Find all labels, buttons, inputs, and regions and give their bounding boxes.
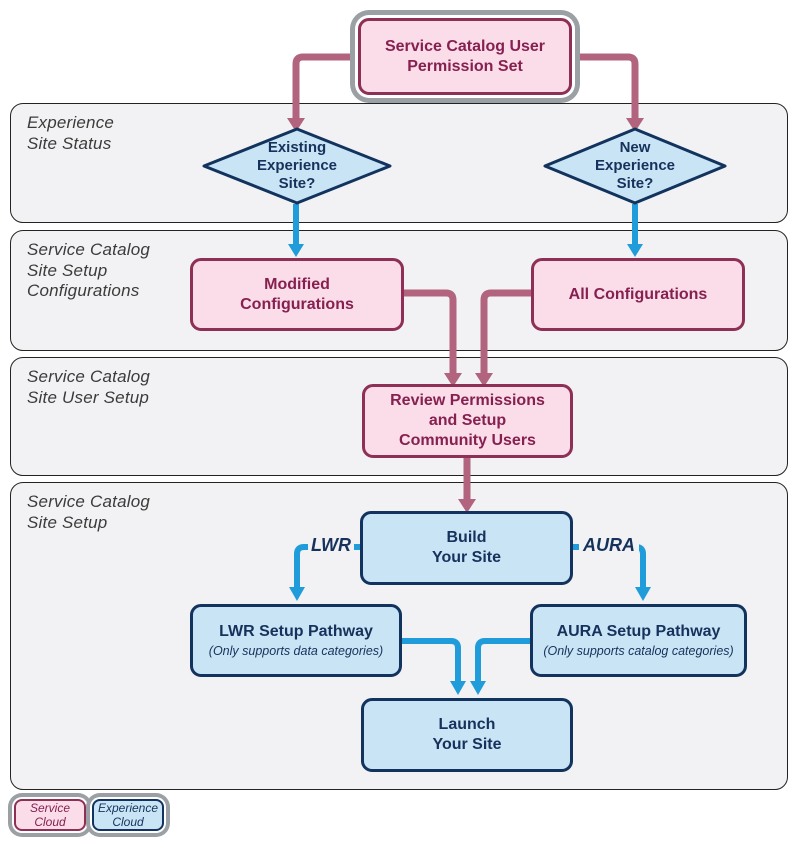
diamond-shape-icon [543, 127, 727, 205]
node-all-configurations-label: All Configurations [568, 285, 708, 303]
arrowhead-to-modified-icon [288, 244, 304, 257]
node-lwr-pathway-title: LWR Setup Pathway [219, 623, 373, 641]
node-permission-set-label: Service Catalog User Permission Set [384, 37, 546, 75]
decision-existing-experience-site: Existing Experience Site? [200, 126, 394, 206]
node-permission-set: Service Catalog User Permission Set [358, 18, 572, 95]
decision-new-experience-site: New Experience Site? [541, 126, 729, 206]
edge-label-lwr: LWR [308, 535, 354, 556]
edge-aura-to-launch [475, 638, 532, 682]
node-review-permissions-label: Review Permissions and Setup Community U… [390, 392, 545, 449]
edge-lwr-to-launch [400, 638, 461, 682]
node-review-permissions: Review Permissions and Setup Community U… [362, 384, 573, 458]
arrowhead-to-all-icon [627, 244, 643, 257]
arrowhead-to-existing-icon [287, 118, 305, 132]
arrowhead-to-lwr-icon [289, 587, 305, 601]
legend-service-cloud: Service Cloud [14, 799, 86, 831]
decision-new-label: New Experience Site? [594, 139, 676, 192]
node-build-your-site-label: Build Your Site [431, 529, 502, 566]
node-all-configurations: All Configurations [531, 258, 745, 331]
node-aura-pathway-subtitle: (Only supports catalog categories) [543, 643, 734, 658]
node-build-your-site: Build Your Site [360, 511, 573, 585]
arrowhead-to-launch-left-icon [450, 681, 466, 695]
arrowhead-to-review-right-icon [475, 373, 493, 387]
arrowhead-to-new-icon [626, 118, 644, 132]
edge-permission-to-new [566, 53, 639, 119]
arrowhead-to-review-left-icon [444, 373, 462, 387]
diamond-shape-icon [202, 127, 392, 205]
node-aura-pathway-title: AURA Setup Pathway [556, 623, 721, 641]
node-launch-your-site-label: Launch Your Site [432, 716, 502, 753]
node-modified-configurations-label: Modified Configurations [240, 275, 354, 313]
node-aura-setup-pathway: AURA Setup Pathway (Only supports catalo… [530, 604, 747, 677]
band-label-site-setup: Service Catalog Site Setup [27, 492, 151, 532]
edge-permission-to-existing [292, 53, 366, 119]
arrowhead-to-aura-icon [635, 587, 651, 601]
band-label-experience-site-status: Experience Site Status [27, 113, 115, 153]
edge-build-to-lwr [294, 544, 362, 588]
edge-all-to-review [480, 289, 533, 374]
arrowhead-to-build-icon [458, 499, 476, 513]
band-label-site-user-setup: Service Catalog Site User Setup [27, 367, 151, 407]
band-label-site-setup-configurations: Service Catalog Site Setup Configuration… [27, 240, 151, 301]
node-lwr-pathway-subtitle: (Only supports data categories) [208, 643, 384, 658]
edge-label-aura: AURA [579, 535, 639, 556]
node-lwr-setup-pathway: LWR Setup Pathway (Only supports data ca… [190, 604, 402, 677]
arrowhead-to-launch-right-icon [470, 681, 486, 695]
edge-modified-to-review [402, 289, 457, 374]
decision-existing-label: Existing Experience Site? [256, 139, 338, 192]
node-launch-your-site: Launch Your Site [361, 698, 573, 772]
node-modified-configurations: Modified Configurations [190, 258, 404, 331]
legend-experience-cloud: Experience Cloud [92, 799, 164, 831]
